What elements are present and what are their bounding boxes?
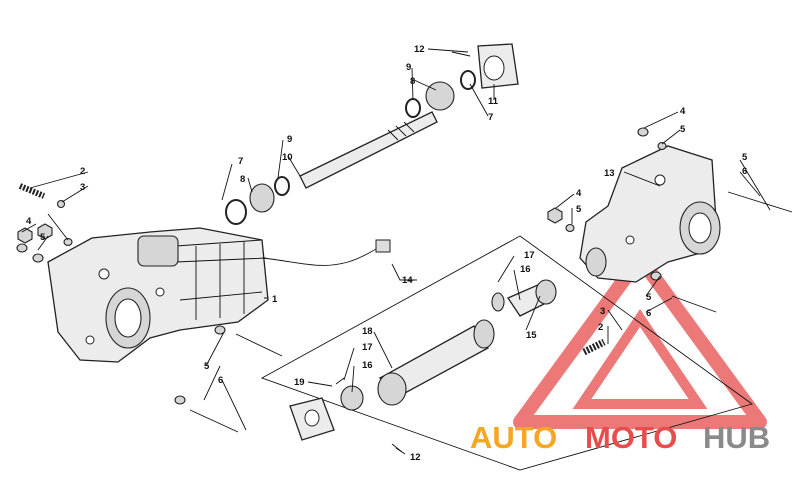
callout-3: 3 [80, 182, 85, 193]
callout-4: 4 [576, 188, 582, 199]
output-shaft [299, 111, 438, 189]
callout-18: 18 [362, 326, 373, 337]
callout-16: 16 [520, 264, 531, 275]
callout-3: 3 [600, 306, 605, 317]
callout-14: 14 [402, 275, 413, 286]
leader-lines [21, 48, 771, 455]
shaft-seal [249, 183, 275, 213]
callout-1: 1 [272, 294, 278, 305]
callout-9: 9 [287, 134, 292, 145]
callout-12: 12 [414, 44, 425, 55]
callout-2: 2 [80, 166, 85, 177]
nut-icon [37, 223, 53, 240]
callout-6: 6 [218, 375, 223, 386]
o-ring [225, 199, 247, 225]
callout-6: 6 [646, 308, 651, 319]
callout-labels: 1 2 3 4 5 5 6 7 8 9 10 12 9 8 11 7 4 5 5… [26, 44, 748, 463]
washer-icon [16, 243, 28, 253]
washer-icon [32, 253, 44, 263]
callout-5: 5 [646, 292, 652, 303]
watermark-hub: HUB [703, 420, 770, 455]
callout-10: 10 [282, 152, 293, 163]
callout-8: 8 [410, 76, 415, 87]
callout-5: 5 [576, 204, 582, 215]
callout-7: 7 [238, 156, 243, 167]
watermark-text: AUTO MOTO HUB [470, 420, 770, 455]
callout-5: 5 [742, 152, 748, 163]
callout-13: 13 [604, 168, 615, 179]
callout-5: 5 [204, 361, 210, 372]
nut-icon [17, 227, 33, 244]
u-joint-upper [491, 279, 557, 317]
drive-shaft [377, 319, 495, 406]
callout-16: 16 [362, 360, 373, 371]
callout-9: 9 [406, 62, 411, 73]
callout-17: 17 [362, 342, 373, 353]
callout-4: 4 [680, 106, 686, 117]
callout-4: 4 [26, 216, 32, 227]
callout-2: 2 [598, 322, 603, 333]
callout-6: 6 [742, 166, 747, 177]
breather-spring [18, 183, 46, 199]
callout-8: 8 [240, 174, 245, 185]
callout-5: 5 [680, 124, 686, 135]
callout-11: 11 [488, 96, 499, 107]
clip-icon [56, 199, 66, 209]
bearing [425, 81, 455, 111]
connector-icon [375, 239, 391, 253]
callout-17: 17 [524, 250, 535, 261]
callout-7: 7 [488, 112, 493, 123]
callout-19: 19 [294, 377, 305, 388]
callout-15: 15 [526, 330, 537, 341]
watermark-moto: MOTO [585, 420, 677, 455]
callout-12: 12 [410, 452, 421, 463]
watermark-logo-icon [513, 251, 767, 429]
u-joint-lower [335, 377, 364, 411]
callout-5: 5 [40, 232, 46, 243]
front-differential [579, 145, 721, 283]
watermark-auto: AUTO [470, 420, 557, 455]
transmission-housing [47, 227, 269, 363]
